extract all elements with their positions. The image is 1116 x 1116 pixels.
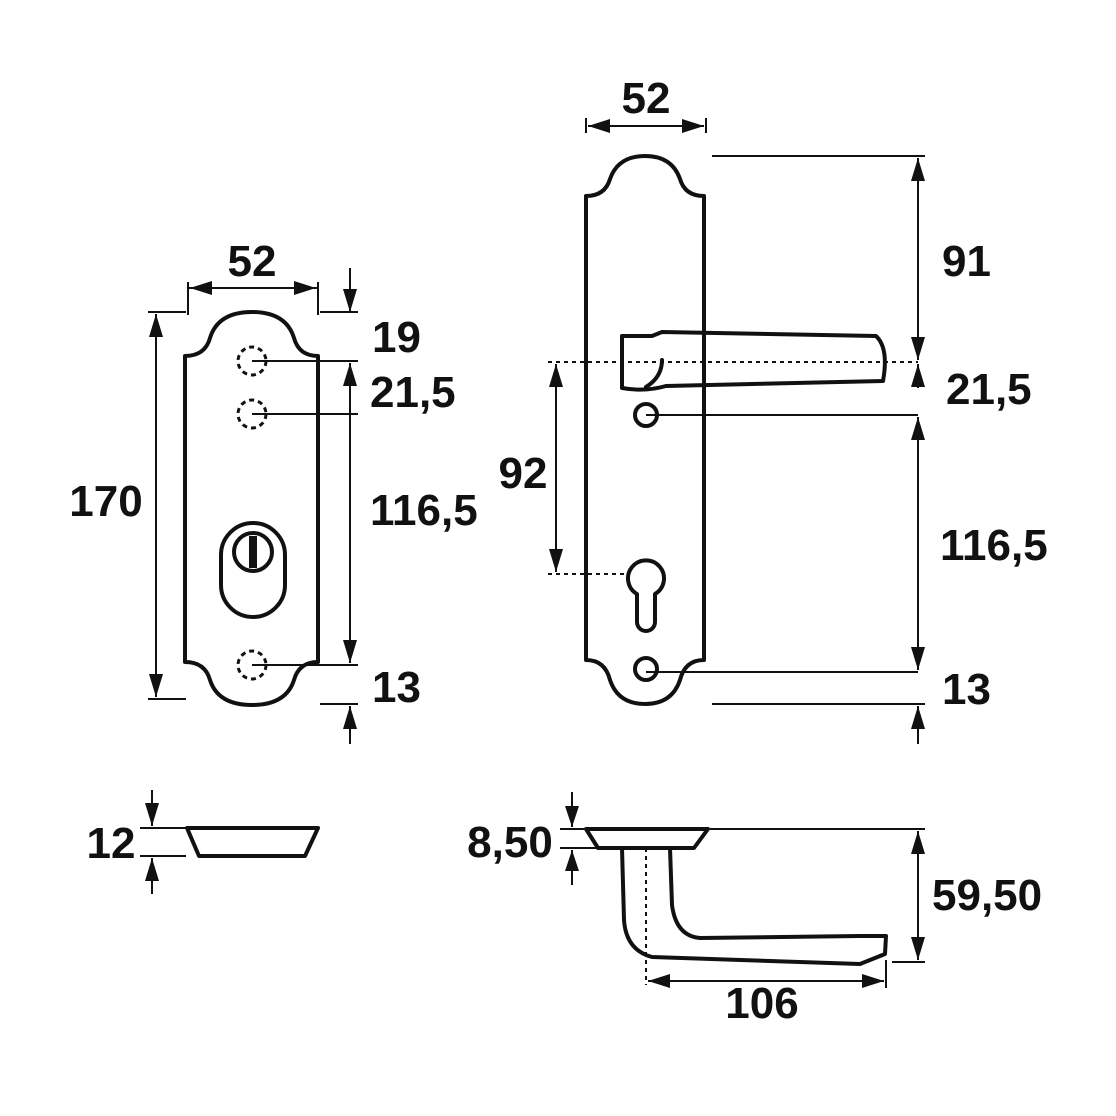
arrowhead <box>682 119 704 133</box>
escutcheon-top-label: 19 <box>372 313 421 362</box>
screw-hole-lower <box>633 656 659 682</box>
arrowhead <box>911 706 925 729</box>
escutcheon-side-view: 12 <box>87 790 320 894</box>
arrowhead <box>549 549 563 572</box>
arrowhead <box>565 850 579 871</box>
escutcheon-outline <box>183 310 320 707</box>
arrowhead <box>343 289 357 312</box>
arrowhead <box>648 974 670 988</box>
arrowhead <box>294 281 316 295</box>
thumb-turn-knob <box>232 531 274 573</box>
escutcheon-mid-label: 116,5 <box>370 486 478 535</box>
arrowhead <box>190 281 212 295</box>
plate-width-label: 52 <box>622 74 671 123</box>
arrowhead <box>911 647 925 670</box>
plate-mid-label: 116,5 <box>940 521 1048 570</box>
thumb-turn-housing <box>219 521 287 619</box>
plate-hole-spacing-label: 21,5 <box>946 365 1032 414</box>
lever-rose-thickness-label: 8,50 <box>467 818 553 867</box>
arrowhead <box>911 937 925 960</box>
escutcheon-thickness-label: 12 <box>87 819 136 868</box>
arrowhead <box>343 640 357 663</box>
arrowhead <box>588 119 610 133</box>
escutcheon-front-view <box>183 310 358 707</box>
escutcheon-hole-spacing-label: 21,5 <box>370 368 456 417</box>
plate-bottom-label: 13 <box>942 665 991 714</box>
lever-contour-line <box>644 358 664 389</box>
escutcheon-profile <box>185 826 320 858</box>
rose-profile <box>584 827 710 850</box>
arrowhead <box>149 314 163 337</box>
lever-plate-dimensions: 52 92 91 21,5 116,5 13 <box>499 74 1048 744</box>
lever-projection-label: 59,50 <box>932 871 1042 920</box>
long-plate-outline <box>584 154 706 706</box>
lever-side-view: 8,50 59,50 106 <box>467 792 1042 1028</box>
arrowhead <box>549 364 563 387</box>
arrowhead <box>911 831 925 854</box>
escutcheon-dimensions: 52 170 19 21,5 116,5 13 <box>69 237 478 744</box>
lever-handle-front <box>620 330 887 392</box>
plate-lever-to-cylinder-label: 92 <box>499 449 548 498</box>
thumb-turn-slot <box>249 536 257 568</box>
plate-top-label: 91 <box>942 237 991 286</box>
arrowhead <box>911 364 925 387</box>
escutcheon-height-label: 170 <box>69 477 142 526</box>
arrowhead <box>343 706 357 729</box>
arrowhead <box>565 806 579 827</box>
lever-length-label: 106 <box>725 979 798 1028</box>
arrowhead <box>911 337 925 360</box>
escutcheon-bottom-label: 13 <box>372 663 421 712</box>
escutcheon-width-label: 52 <box>228 237 277 286</box>
arrowhead <box>911 417 925 440</box>
arrowhead <box>145 803 159 826</box>
arrowhead <box>149 674 163 697</box>
arrowhead <box>145 858 159 881</box>
cylinder-keyhole <box>626 558 666 633</box>
lever-plate-front-view <box>548 154 918 706</box>
arrowhead <box>862 974 884 988</box>
arrowhead <box>343 363 357 386</box>
lever-side-profile <box>620 846 888 966</box>
arrowhead <box>911 158 925 181</box>
